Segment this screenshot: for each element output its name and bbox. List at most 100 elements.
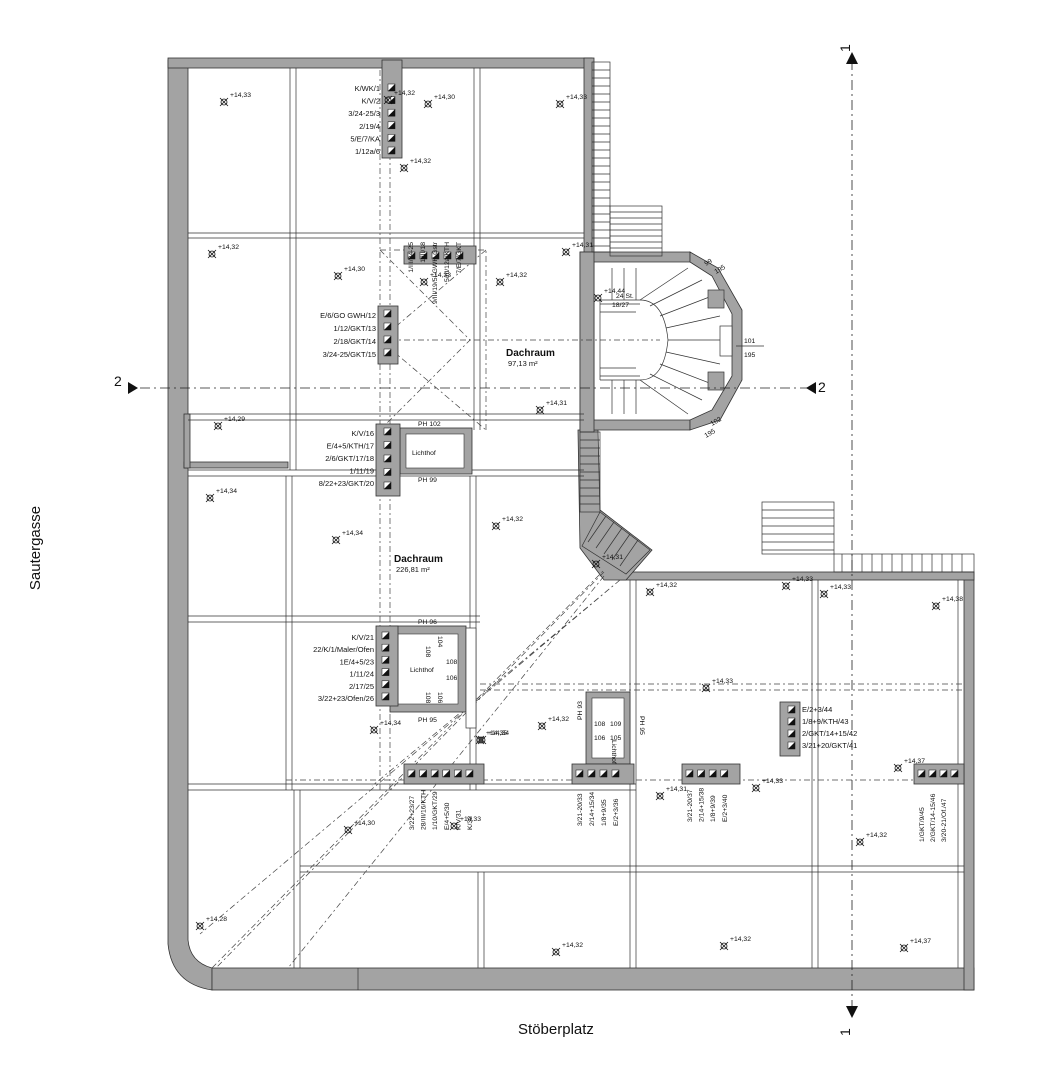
ph-99: PH 99 [418,477,437,484]
level-value: +14,30 [354,820,375,827]
flue-icon [419,769,427,778]
chimney-label: 2/14+15/38 [699,788,706,822]
section-1-arrow-bottom [846,1006,858,1018]
chimney-stack-4 [375,423,401,497]
level-symbol-icon [208,250,216,258]
level-value: +14,28 [206,916,227,923]
flue-icon [383,441,392,449]
flue-icon [465,769,474,778]
level-marker: +14,33 [781,576,813,591]
level-symbol-icon [556,100,564,108]
flue-icon [442,769,451,778]
flue-icon [787,741,796,750]
chimney-label: 22/K/1/Maler/Ofen [313,645,374,654]
flue-icon [587,769,596,778]
level-marker: +14,33 [449,816,481,831]
room-name-dachraum-2: Dachraum [394,554,443,565]
level-marker: +14,37 [893,758,925,773]
flue-icon [383,454,392,463]
chimney-label: 3/21-20/33 [577,793,584,826]
outer-walls [167,57,975,991]
dim-108c: 108 [424,692,431,704]
level-marker: +14,35 [475,730,507,745]
flue-icon [381,656,390,664]
chimney-stack-1 [381,59,403,159]
ph-93: PH 93 [577,701,584,720]
chimney-labels: K/WK/1K/V/23/24-25/32/19/45/E/7/KA1/12a/… [313,84,948,842]
flue-icon [787,717,796,726]
level-symbol-icon [536,406,544,414]
dim-104: 104 [436,636,443,648]
level-marker: +14,33 [419,272,451,287]
level-marker: +14,30 [423,94,455,109]
level-symbol-icon [420,278,428,286]
flue-icon [950,769,959,778]
chimney-label: K/32 [467,816,474,830]
section-line-1: 1 1 [837,44,858,1036]
chimney-label: 3/22+23/27 [409,796,416,830]
level-marker: +14,33 [701,678,733,693]
dim-108a: 108 [424,646,431,658]
level-value: +14,33 [566,94,587,101]
chimney-stack-2 [403,245,477,265]
chimney-label: E/2+3/36 [613,798,620,826]
level-value: +14,31 [572,242,593,249]
level-value: +14,32 [562,942,583,949]
chimney-label: 1/10/GKT/29 [432,791,439,830]
flue-icon [787,729,796,738]
chimney-stack-6 [403,763,485,785]
chimney-label: 3/21+20/GKT/41 [802,741,857,750]
level-marker: +14,34 [331,530,363,545]
flue-icon [939,769,948,778]
chimney-label: K/V/2 [362,97,380,106]
chimney-label: 7/E/7/GKT [456,242,463,274]
street-label-left: Sautergasse [27,506,44,590]
flue-icon [383,468,392,476]
chimney-label: E/6/GO GWH/12 [320,311,376,320]
chimney-stack-9 [779,701,801,757]
level-value: +14,30 [434,94,455,101]
level-value: +14,38 [942,596,963,603]
level-value: +14,33 [792,576,813,583]
flue-icon [387,134,396,142]
level-value: +14,34 [488,730,509,737]
lichthof-label-2: Lichthof [410,667,434,674]
dim-106b: 106 [436,692,443,704]
level-value: +14,34 [342,530,363,537]
chimney-label: K/V/16 [351,429,374,438]
level-marker: +14,32 [537,716,569,731]
chimney-label: 28/III/16/KTH [421,790,428,830]
section-line-2: 2 2 [114,373,826,395]
lightwell-3: Lichthof 108 109 106 105 PH 93 PH 95 [577,691,645,765]
chimney-label: 3/24-25/GKT/15 [323,350,376,359]
chimney-label: 1/8+9/KTH/43 [802,717,849,726]
level-symbol-icon [334,272,342,280]
flue-icon [381,668,390,676]
flue-icon [455,251,464,260]
level-symbol-icon [196,922,204,930]
chimney-label: E/2+3/44 [802,705,832,714]
chimney-label: 5/III/12a/KTH [444,242,451,282]
flue-icon [917,769,926,778]
chimney-label: E/4+5/30 [444,802,451,830]
level-value: +14,32 [218,244,239,251]
chimney-label: 1E/4+5/23 [340,657,374,666]
level-symbol-icon [646,588,654,596]
level-symbol-icon [782,582,790,590]
level-marker: +14,29 [213,416,245,431]
level-symbol-icon [424,100,432,108]
stair-step-size: 18/27 [612,302,629,309]
flue-icon [383,335,392,344]
level-symbol-icon [478,736,486,744]
chimney-label: 9/III/19/5I-GWH Gstr [432,241,439,304]
level-marker: +14,44 [593,288,625,303]
chimney-label: K/WK/1 [355,84,380,93]
stair-dim-102: 102 [710,416,724,428]
flue-icon [381,631,390,640]
level-symbol-icon [332,536,340,544]
level-marker: +14,32 [495,272,527,287]
level-marker: +14,37 [899,938,931,953]
level-value: +14,33 [430,272,451,279]
ph-95b: PH 95 [638,716,645,735]
